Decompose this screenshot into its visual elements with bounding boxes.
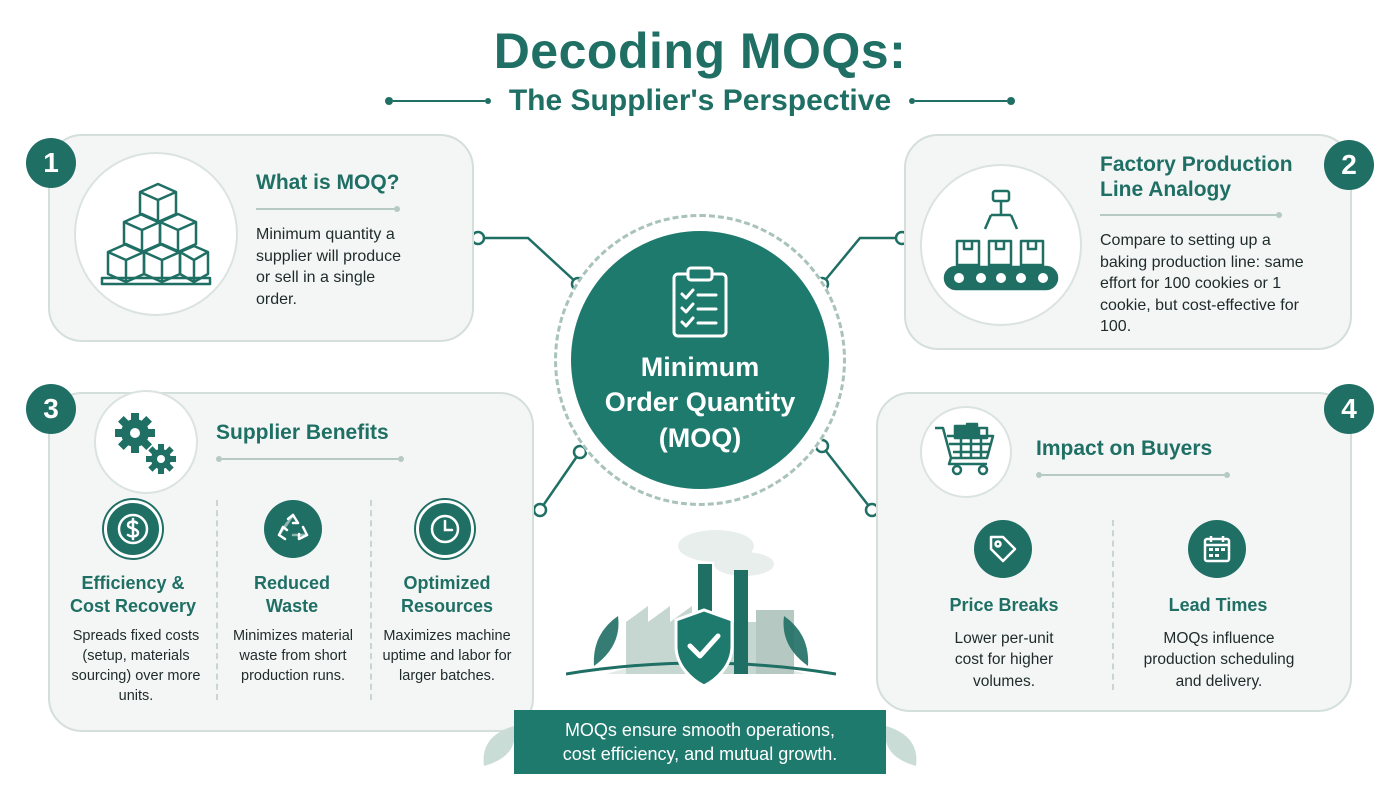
benefit-1-title: Efficiency & Cost Recovery: [69, 573, 197, 616]
panel4-heading: Impact on Buyers: [1036, 437, 1213, 460]
subtitle-decoration-right: [909, 97, 1016, 105]
banner-leaf-right: [885, 726, 917, 766]
buyer-2-title: Lead Times: [1168, 595, 1268, 615]
panel2-heading-underline: [1100, 212, 1282, 218]
center-label-line2: Order Quantity: [604, 387, 796, 418]
badge-4: 4: [1324, 384, 1374, 434]
benefit-3-title: Optimized Resources: [400, 573, 494, 616]
badge-2: 2: [1324, 140, 1374, 190]
clock-icon: [416, 500, 474, 558]
panel1-heading: What is MOQ?: [256, 171, 400, 194]
dollar-icon: [104, 500, 162, 558]
benefit-2-text: Minimizes material waste from short prod…: [232, 628, 354, 684]
benefit-3-text: Maximizes machine uptime and labor for l…: [382, 628, 512, 684]
panel2-heading: Factory Production Line Analogy: [1100, 153, 1293, 202]
panel1-text: Minimum quantity a supplier will produce…: [256, 226, 401, 308]
factory-shield-illustration: [566, 530, 836, 688]
panel1-heading-underline: [256, 206, 400, 212]
clipboard-checklist-icon: [672, 266, 728, 338]
divider: [370, 500, 372, 700]
center-label-line3: (MOQ): [658, 422, 742, 453]
center-inner-circle: Minimum Order Quantity (MOQ): [571, 231, 829, 489]
gears-icon: [94, 390, 198, 494]
badge-3: 3: [26, 384, 76, 434]
banner-line2: cost efficiency, and mutual growth.: [562, 744, 838, 764]
conveyor-belt-icon: [920, 164, 1082, 326]
panel4-heading-underline: [1036, 472, 1230, 478]
price-tag-icon: [974, 520, 1032, 578]
page-title: Decoding MOQs:: [493, 23, 907, 79]
badge-1: 1: [26, 138, 76, 188]
buyer-2-text: MOQs influence production scheduling and…: [1143, 630, 1295, 690]
panel2-text: Compare to setting up a baking productio…: [1100, 232, 1304, 336]
stacked-boxes-icon: [74, 152, 238, 316]
buyer-1-text: Lower per-unit cost for higher volumes.: [954, 630, 1054, 690]
buyer-1-title: Price Breaks: [949, 595, 1059, 615]
banner-leaf-left: [483, 726, 515, 766]
divider: [216, 500, 218, 700]
subtitle-row: The Supplier's Perspective: [0, 84, 1400, 118]
center-moq-circle: Minimum Order Quantity (MOQ): [554, 214, 846, 506]
panel3-heading: Supplier Benefits: [216, 421, 389, 444]
shopping-cart-icon: [920, 406, 1012, 498]
page-subtitle: The Supplier's Perspective: [508, 84, 892, 117]
panel3-heading-underline: [216, 456, 404, 462]
center-label-line1: Minimum: [640, 351, 760, 382]
banner-line1: MOQs ensure smooth operations,: [564, 719, 836, 740]
footer-banner: MOQs ensure smooth operations, cost effi…: [514, 710, 886, 774]
divider: [1112, 520, 1114, 690]
recycle-icon: [264, 500, 322, 558]
benefit-2-title: Reduced Waste: [253, 573, 331, 616]
benefit-1-text: Spreads fixed costs (setup, materials so…: [71, 628, 201, 704]
calendar-icon: [1188, 520, 1246, 578]
subtitle-decoration-left: [384, 97, 491, 105]
